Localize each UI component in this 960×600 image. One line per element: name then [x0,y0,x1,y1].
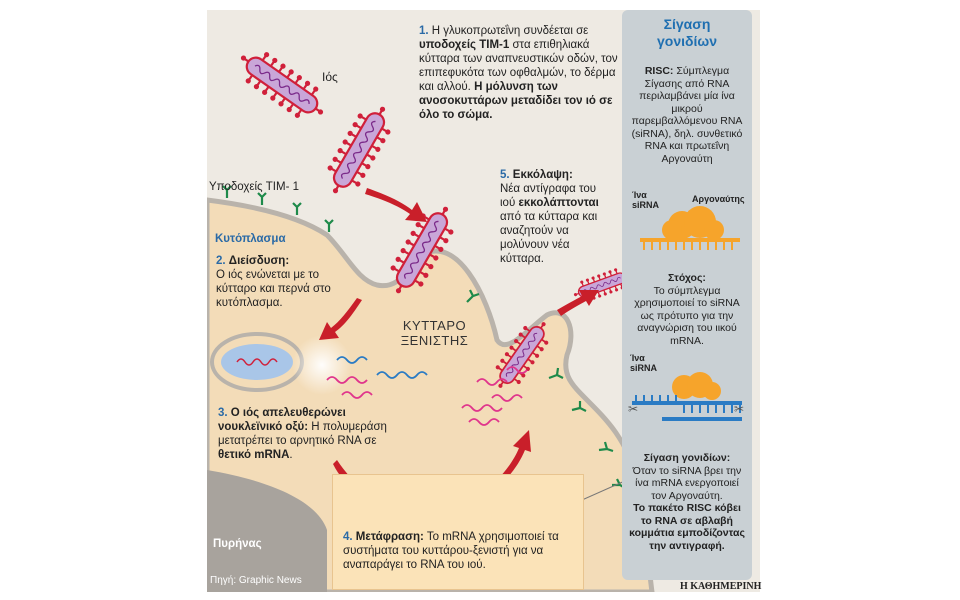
goal-text: Το σύμπλεγμα χρησιμοποιεί το siRNA ως πρ… [634,284,740,347]
step-4-title: Μετάφραση: [355,531,424,543]
fiber-label-1: Ίνα [632,190,647,200]
svg-text:✂: ✂ [628,402,638,416]
silencing-label: Σίγαση γονιδίων: [643,452,731,464]
host-cell-label-line2: ΞΕΝΙΣΤΗΣ [400,333,469,348]
step-5-number: 5. [500,169,510,181]
silencing-description: Σίγαση γονιδίων: Όταν το siRNA βρει την … [628,452,746,552]
risc-label: RISC: [644,65,674,77]
step-2-text: 2. Διείσδυση: Ο ιός ενώνεται με το κύττα… [216,254,351,310]
sirna-fiber-label-1: Ίνα siRNA [632,190,659,210]
receptors-label: Υποδοχείς TIM- 1 [209,181,300,193]
step-3-end: . [289,449,293,461]
silencing-bold: Το πακέτο RISC κόβει το RNA σε αβλαβή κο… [629,502,745,552]
host-cell-label: ΚΥΤΤΑΡΟ ΞΕΝΙΣΤΗΣ [387,318,482,348]
step-1-text-a: Η γλυκοπρωτεΐνη συνδέεται σε [431,25,589,37]
panel-title-line1: Σίγαση [663,16,711,32]
gene-silencing-panel: Σίγαση γονιδίων RISC: Σύμπλεγμα Σίγασης … [622,10,752,580]
panel-title: Σίγαση γονιδίων [622,16,752,50]
step-1-text-b: στα επιθηλιακά κύτταρα των αναπνευστικών… [419,39,618,93]
step-1-text: 1. Η γλυκοπρωτεΐνη συνδέεται σε υποδοχεί… [419,24,624,122]
virus-1 [229,40,335,130]
step-3-body: Η πολυμεράση μετατρέπει το αρνητικό RNA … [218,421,387,447]
brand-logo: Η ΚΑΘΗΜΕΡΙΝΗ [680,581,762,592]
negative-rna [336,356,368,364]
step-5-text-b: από τα κύτταρα και αναζητούν να μολύνουν… [500,211,598,265]
virus-label: Ιός [322,70,338,84]
cytoplasm-label: Κυτόπλασμα [215,233,286,245]
goal-label: Στόχος: [668,272,706,284]
step-1-number: 1. [419,25,429,37]
host-cell-label-line1: ΚΥΤΤΑΡΟ [402,318,467,333]
goal-description: Στόχος: Το σύμπλεγμα χρησιμοποιεί το siR… [628,272,746,347]
step-2-body: Ο ιός ενώνεται με το κύτταρο και περνά σ… [216,269,331,309]
panel-title-line2: γονιδίων [656,33,717,49]
sirna-fiber-label-2: Ίνα siRNA [630,353,657,373]
step-4-body: Το mRNA χρησιμοποιεί τα συστήματα του κυ… [343,531,559,571]
silencing-text: Όταν το siRNA βρει την ίνα mRNA ενεργοπο… [632,464,742,502]
step-4-number: 4. [343,531,353,543]
endosome [210,332,352,395]
step-5-text-a: Νέα αντίγραφα του ιού [500,183,597,209]
fiber-label-2: Ίνα [630,353,645,363]
step-5-title: Εκκόλαψη: [512,169,573,181]
step-4-box: 4. Μετάφραση: Το mRNA χρησιμοποιεί τα συ… [332,474,584,590]
nucleus-label: Πυρήνας [213,538,262,550]
sirna-label-2: siRNA [630,363,658,373]
source-label: Πηγή: Graphic News [210,575,302,586]
step-3-title: Ο ιός απελευθερώνει νουκλεϊνικό οξύ: [218,407,346,433]
step-2-title: Διείσδυση: [228,255,290,267]
step-5-bold: εκκολάπτονται [518,197,599,209]
step-2-number: 2. [216,255,226,267]
risc-complex-illustration [640,206,740,250]
nucleus-box: Πυρήνας [207,530,317,592]
step-1-bold-b: Η μόλυνση των ανοσοκυττάρων μεταδίδει το… [419,81,613,121]
step-1-bold-a: υποδοχείς TIM-1 [419,39,510,51]
sirna-label-1: siRNA [632,200,660,210]
argonaute-label: Αργοναύτης [692,194,745,204]
step-3-text: 3. Ο ιός απελευθερώνει νουκλεϊνικό οξύ: … [218,406,398,462]
step-3-number: 3. [218,407,228,419]
step-4-text: 4. Μετάφραση: Το mRNA χρησιμοποιεί τα συ… [343,530,579,572]
step-5-text: 5. Εκκόλαψη: Νέα αντίγραφα του ιού εκκολ… [500,168,610,266]
risc-description: RISC: Σύμπλεγμα Σίγασης από RNA περιλαμβ… [628,65,746,165]
replicated-rna [461,366,528,426]
risc-text: Σύμπλεγμα Σίγασης από RNA περιλαμβάνει μ… [631,65,743,165]
virus-2 [316,96,402,204]
silencing-illustration: ✂ ✂ [628,372,744,421]
step-3-bold: θετικό mRNA [218,449,290,461]
svg-text:✂: ✂ [734,402,744,416]
